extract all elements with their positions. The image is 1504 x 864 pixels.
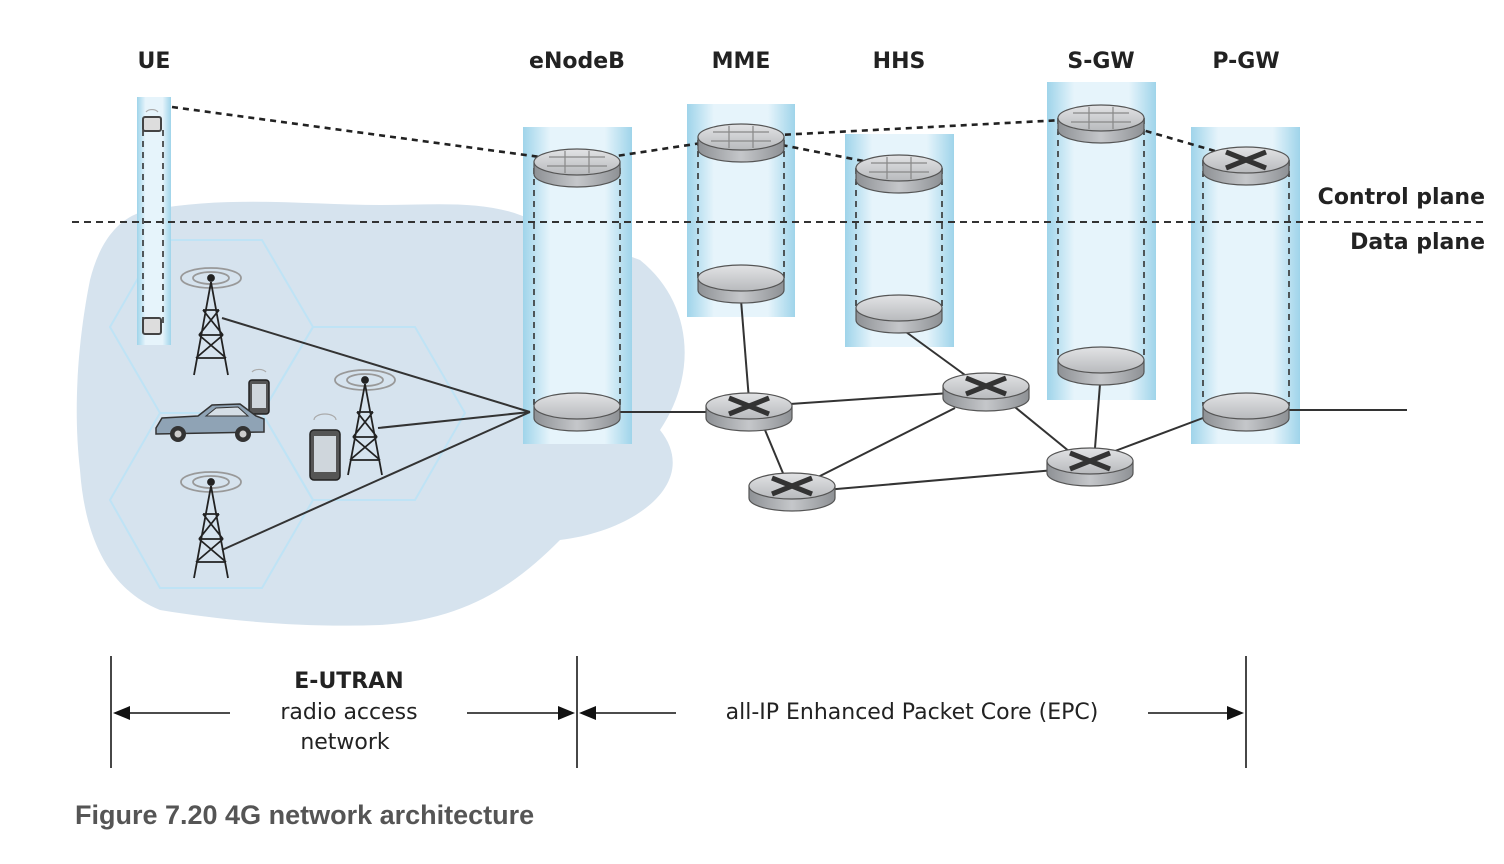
ue-label: UE	[138, 49, 171, 74]
data-plane-links	[221, 299, 1407, 551]
ue-control-device-icon	[142, 109, 162, 132]
sgw-data-router	[1057, 346, 1145, 386]
core-router-4	[1046, 447, 1134, 487]
cell-tower-icon-bottom	[180, 471, 242, 579]
core-router-2	[942, 372, 1030, 412]
core-router-1	[705, 392, 793, 432]
span-markers	[110, 656, 1247, 768]
sgw-label: S-GW	[1067, 49, 1134, 74]
hhs-label: HHS	[873, 49, 926, 74]
mme-data-router	[697, 264, 785, 304]
ue-column-highlight	[137, 97, 171, 345]
control-plane-signaling-path-2	[740, 116, 1247, 162]
eutran-title: E-UTRAN	[294, 669, 403, 694]
cell-tower-icon-top	[180, 267, 242, 376]
cell-tower-icon-right	[334, 369, 396, 476]
pgw-data-router	[1202, 392, 1290, 432]
sgw-control-router	[1057, 104, 1145, 144]
pgw-control-router	[1202, 146, 1290, 186]
ue-data-device-icon	[142, 317, 162, 335]
phone-icon-large	[309, 413, 341, 481]
control-plane-label: Control plane	[1318, 185, 1485, 210]
mme-label: MME	[712, 49, 771, 74]
data-plane-label: Data plane	[1350, 230, 1485, 255]
core-router-3	[748, 472, 836, 512]
enodeb-control-router	[533, 148, 621, 188]
enodeb-label: eNodeB	[529, 49, 625, 74]
vertical-dashed-links	[142, 118, 1290, 406]
hhs-control-router	[855, 154, 943, 194]
car-icon	[155, 403, 265, 442]
phone-icon-small	[248, 368, 270, 415]
enodeb-data-router	[533, 392, 621, 432]
figure-caption: Figure 7.20 4G network architecture	[75, 800, 535, 830]
eutran-line-1: radio access	[280, 700, 417, 725]
hhs-data-router	[855, 294, 943, 334]
pgw-label: P-GW	[1212, 49, 1279, 74]
epc-label: all-IP Enhanced Packet Core (EPC)	[726, 700, 1099, 725]
eutran-line-2: network	[300, 730, 390, 755]
mme-control-router	[697, 123, 785, 163]
